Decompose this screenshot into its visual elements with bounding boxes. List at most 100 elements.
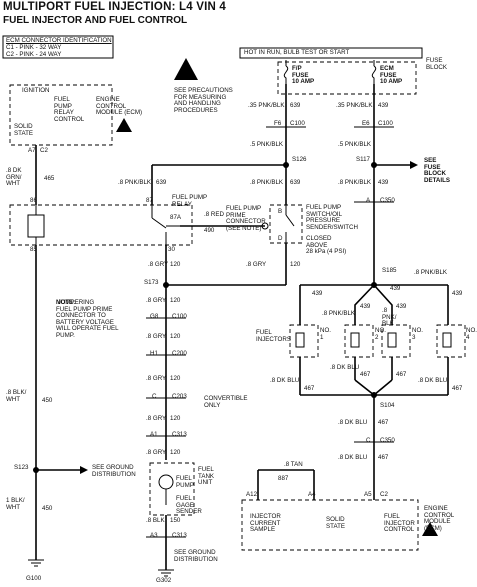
pin-f6: F6 xyxy=(274,120,282,127)
esd-caution-text: SEE PRECAUTIONS FOR MEASURING AND HANDLI… xyxy=(174,87,233,114)
switch-pin-d: D xyxy=(278,235,283,242)
wire-439-top-color: .35 PNK/BLK xyxy=(336,102,373,109)
conn-c100-b: C100 xyxy=(378,120,393,127)
wire-450-color-a: .8 BLK/ WHT xyxy=(6,389,27,403)
conn-c313-b: C313 xyxy=(172,532,187,539)
conn-c203: C203 xyxy=(172,393,187,400)
wire-465-color: .8 DK GRN/ WHT xyxy=(6,167,22,187)
ground-g302: G302 xyxy=(156,577,172,584)
ecm-connector-c2: C2 - PINK - 24 WAY xyxy=(6,51,62,58)
conn-c350-a: C350 xyxy=(380,197,395,204)
pin-a12: A12 xyxy=(246,491,258,498)
injector-current-sample-label: INJECTOR CURRENT SAMPLE xyxy=(250,513,281,533)
fuel-tank-unit-label: FUEL TANK UNIT xyxy=(198,466,215,486)
fuel-pump-relay-control-label: FUEL PUMP RELAY CONTROL xyxy=(54,96,85,123)
fuel-injector-control-label: FUEL INJECTOR CONTROL xyxy=(384,513,415,533)
wire-120-circuit-d: 120 xyxy=(170,333,181,340)
wire-dkblu-5: .8 DK BLU xyxy=(338,454,368,461)
wire-639-top-color: .35 PNK/BLK xyxy=(248,102,285,109)
see-fuse-block-details: SEE FUSE BLOCK DETAILS xyxy=(424,157,451,184)
wire-439-top-circuit: 439 xyxy=(378,102,389,109)
ignition-label: IGNITION xyxy=(22,87,50,94)
wire-490-circuit: 490 xyxy=(204,227,215,234)
wire-120-color-f: .8 GRY xyxy=(146,415,167,422)
pin-c-c350: C xyxy=(366,437,371,444)
wire-490-color: .8 RED xyxy=(204,211,224,218)
wire-639-c: 639 xyxy=(290,179,301,186)
wire-pnk-blk-5a: .5 PNK/BLK xyxy=(250,141,284,148)
wire-639-b: 639 xyxy=(156,179,167,186)
wire-dkblu-3: .8 DK BLU xyxy=(418,377,448,384)
wire-dkblu-4: .8 DK BLU xyxy=(338,419,368,426)
conn-c350-b: C350 xyxy=(380,437,395,444)
fuel-pump-label: FUEL PUMP xyxy=(176,475,194,489)
fuel-pump-relay-label: FUEL PUMP RELAY xyxy=(172,194,208,208)
hot-in-run-label: HOT IN RUN, BULB TEST OR START xyxy=(244,49,350,56)
relay-pin-85: 85 xyxy=(30,246,37,253)
conn-c100-c: C100 xyxy=(172,313,187,320)
splice-s117: S117 xyxy=(356,156,370,163)
oil-pressure-switch-label: FUEL PUMP SWITCH/OIL PRESSURE SENDER/SWI… xyxy=(306,204,358,231)
wire-120-color-b: .8 GRY xyxy=(246,261,267,268)
fuse-block-label: FUSE BLOCK xyxy=(426,57,447,71)
wire-pnk-blk-5b: .5 PNK/BLK xyxy=(338,141,372,148)
wire-120-color-e: .8 GRY xyxy=(146,375,167,382)
wire-439-b: 439 xyxy=(378,179,389,186)
wire-120-circuit-e: 120 xyxy=(170,375,181,382)
relay-pin-87: 87 xyxy=(146,197,153,204)
switch-pin-b: B xyxy=(278,208,283,215)
pin-a4: A4 xyxy=(308,491,316,498)
see-ground-distribution-2: SEE GROUND DISTRIBUTION xyxy=(174,549,218,563)
fuel-gage-sender-label: FUEL GAGE SENDER xyxy=(176,495,202,515)
wire-467-c: 467 xyxy=(396,371,407,378)
wire-465-circuit: 465 xyxy=(44,175,55,182)
ecm-top-label: ENGINE CONTROL MODULE (ECM) xyxy=(96,96,143,116)
pin-a: A xyxy=(366,197,371,204)
relay-pin-87a: 87A xyxy=(170,214,182,221)
wire-439-injector-2: 439 xyxy=(360,303,371,310)
conn-c313-a: C313 xyxy=(172,431,187,438)
ecm-connector-id-header: ECM CONNECTOR IDENTIFICATION xyxy=(6,37,112,44)
wire-120-circuit-g: 120 xyxy=(170,449,181,456)
splice-s185: S185 xyxy=(382,267,397,274)
fuel-injectors-label: FUEL INJECTORS xyxy=(256,329,291,343)
diagram-subtitle: FUEL INJECTOR AND FUEL CONTROL xyxy=(3,15,188,26)
wire-467-a: 467 xyxy=(304,385,315,392)
wire-467-d: 467 xyxy=(452,385,463,392)
wire-pnk-blk-small-1: .8 PNK/BLK xyxy=(322,310,356,317)
wire-dkblu-1: .8 DK BLU xyxy=(270,377,300,384)
wire-120-color-g: .8 GRY xyxy=(146,449,167,456)
prime-connector-label: FUEL PUMP PRIME CONNECTOR (SEE NOTE) xyxy=(226,205,266,232)
note-label: NOTE: xyxy=(56,299,76,306)
pin-g8: G8 xyxy=(150,313,159,320)
injector-no-3: NO. 3 xyxy=(412,327,424,341)
solid-state-label: SOLID STATE xyxy=(14,123,34,137)
wire-120-circuit-c: 120 xyxy=(170,297,181,304)
ecm-fuse-label: ECM FUSE 10 AMP xyxy=(380,65,403,85)
wire-tan: .8 TAN xyxy=(284,461,303,468)
ground-g100: G100 xyxy=(26,575,42,582)
splice-s104: S104 xyxy=(380,402,395,409)
pin-a7-label: A7 xyxy=(28,147,36,154)
conn-c200: C200 xyxy=(172,350,187,357)
wire-887: 887 xyxy=(278,475,289,482)
closed-above-label: CLOSED ABOVE 28 kPa (4 PSI) xyxy=(306,235,347,255)
wire-439-injector-3: 439 xyxy=(396,303,407,310)
injector-no-2: NO. 2 xyxy=(375,327,387,341)
ecm-bottom-label: ENGINE CONTROL MODULE (ECM) xyxy=(424,505,455,532)
ecm-connector-c1: C1 - PINK - 32 WAY xyxy=(6,44,62,51)
wire-120-circuit-f: 120 xyxy=(170,415,181,422)
wire-450-color-b: 1 BLK/ WHT xyxy=(6,497,25,511)
injector-no-4: NO. 4 xyxy=(466,327,477,341)
pin-a1: A1 xyxy=(150,431,158,438)
wire-150-circuit-a: 150 xyxy=(170,517,181,524)
splice-s123: S123 xyxy=(14,464,29,471)
wire-pnk-blk-s185: .8 PNK/BLK xyxy=(414,269,448,276)
conn-c2-label: C2 xyxy=(40,147,48,154)
wire-150-color-a: .8 BLK xyxy=(146,517,165,524)
splice-s173: S173 xyxy=(144,279,159,286)
relay-pin-86: 86 xyxy=(30,197,37,204)
note-text: JUMPERING FUEL PUMP PRIME CONNECTOR TO B… xyxy=(56,299,119,339)
convertible-only-label: CONVERTIBLE ONLY xyxy=(204,395,248,409)
